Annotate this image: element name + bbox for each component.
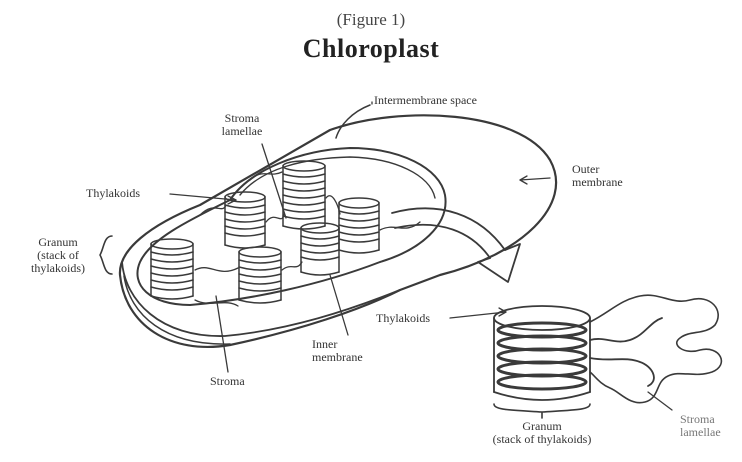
label-inner-membrane-line2: membrane: [312, 351, 363, 364]
pointer-outer-membrane: [520, 178, 550, 180]
label-granum-detail-line2: (stack of thylakoids): [460, 433, 624, 446]
granum-detail: [494, 295, 721, 402]
label-stroma-lamellae-detail-line2: lamellae: [680, 426, 721, 439]
label-thylakoids-detail: Thylakoids: [376, 312, 430, 325]
granum-stack-2: [225, 192, 265, 248]
label-intermembrane-space: Intermembrane space: [374, 94, 477, 107]
granum-stack-3: [283, 161, 325, 229]
granum-stack-4: [339, 198, 379, 253]
label-outer-membrane: Outer membrane: [572, 163, 623, 189]
label-granum: Granum (stack of thylakoids): [18, 236, 98, 275]
label-stroma-lamellae: Stroma lamellae: [212, 112, 272, 138]
label-outer-membrane-line2: membrane: [572, 176, 623, 189]
pointer-thylakoids-detail: [450, 312, 506, 318]
granum-stack-6: [301, 223, 339, 275]
label-thylakoids: Thylakoids: [86, 187, 140, 200]
label-inner-membrane: Inner membrane: [312, 338, 363, 364]
pointer-stroma-lamellae-detail: [648, 392, 672, 410]
label-stroma: Stroma: [210, 375, 245, 388]
outer-membrane-shape: [120, 115, 556, 347]
label-stroma-lamellae-line2: lamellae: [212, 125, 272, 138]
pointer-stroma: [216, 296, 228, 372]
granum-stack-1: [151, 239, 193, 299]
pointer-inner-membrane: [330, 275, 348, 335]
grana-stacks: [151, 161, 379, 303]
bracket-granum: [100, 236, 112, 274]
label-granum-detail: Granum (stack of thylakoids): [460, 420, 624, 446]
label-granum-line3: thylakoids): [18, 262, 98, 275]
bracket-granum-detail: [494, 404, 590, 418]
label-stroma-lamellae-detail: Stroma lamellae: [680, 413, 721, 439]
